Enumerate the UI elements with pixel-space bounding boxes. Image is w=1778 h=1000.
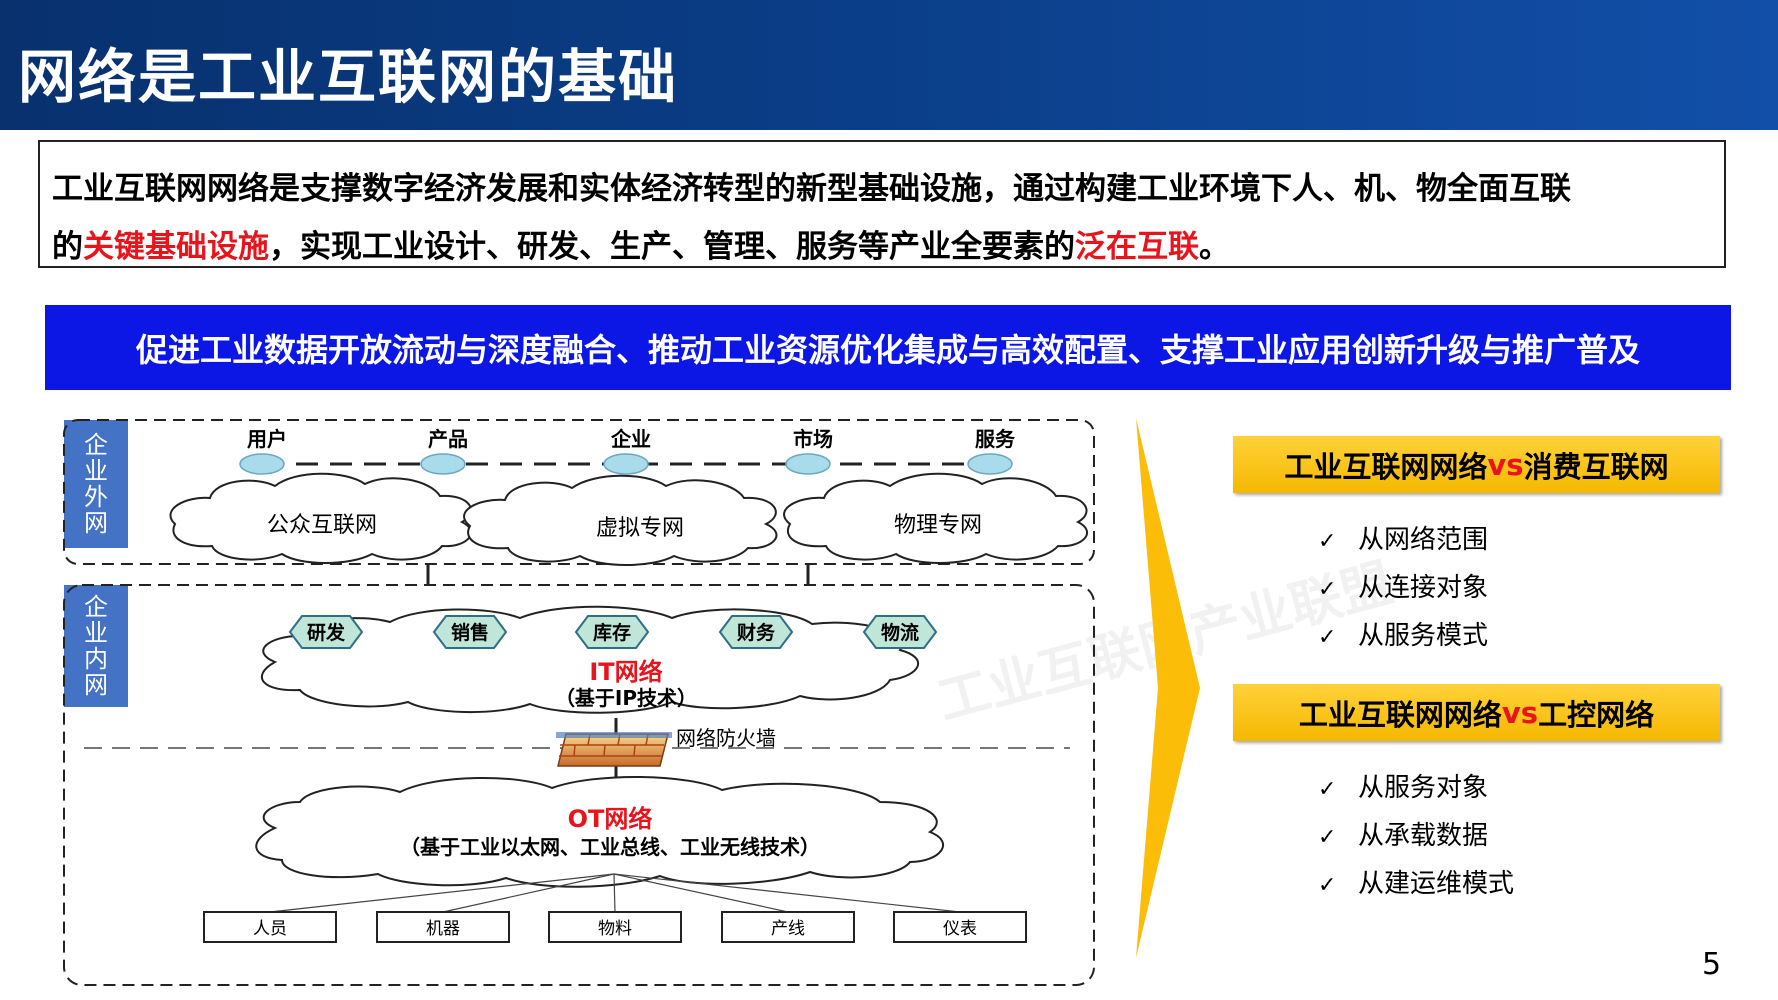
cloud-virtual-private-network [463, 474, 778, 566]
firewall-label: 网络防火墙 [676, 726, 776, 750]
it-tag [862, 615, 938, 649]
cloud-physical-private-network [783, 472, 1089, 564]
intro-highlight-1: 关键基础设施 [83, 229, 269, 265]
comparison-vs: vs [1501, 695, 1539, 730]
list-item-text: 从承载数据 [1358, 821, 1489, 851]
device-link-line [613, 873, 789, 913]
list-item: ✓ 从服务对象 [1318, 764, 1514, 812]
device-link-line [269, 873, 615, 913]
device-box [893, 911, 1027, 943]
intro-line-2: 的关键基础设施，实现工业设计、研发、生产、管理、服务等产业全要素的泛在互联。 [52, 218, 1712, 276]
check-icon: ✓ [1318, 873, 1337, 898]
device-box [548, 911, 682, 943]
internal-network-box [63, 584, 1095, 986]
check-icon: ✓ [1318, 577, 1337, 602]
comparison-title-a: 工业互联网网络 [1284, 449, 1488, 484]
list-item-text: 从连接对象 [1358, 573, 1489, 603]
comparison-title-b: 消费互联网 [1523, 449, 1669, 484]
it-tag-label: 销售 [451, 621, 489, 644]
node-label: 企业 [610, 427, 651, 451]
it-network-subtitle: （基于IP技术） [555, 686, 697, 710]
cloud-label-public: 公众互联网 [267, 513, 377, 538]
page-number: 5 [1702, 947, 1722, 982]
comparison-vs: vs [1487, 447, 1524, 482]
comparison-title-b: 工控网络 [1538, 697, 1655, 732]
check-icon: ✓ [1318, 529, 1337, 554]
intro-box: 工业互联网网络是支撑数字经济发展和实体经济转型的新型基础设施，通过构建工业环境下… [38, 140, 1726, 268]
list-item-text: 从网络范围 [1358, 525, 1489, 555]
list-item: ✓ 从连接对象 [1318, 564, 1488, 612]
device-link-line [613, 873, 961, 913]
device-box [203, 911, 337, 943]
page-title: 网络是工业互联网的基础 [18, 43, 679, 111]
intro-text-a: 的 [52, 229, 83, 265]
node-marker [239, 453, 285, 475]
list-item: ✓ 从建运维模式 [1318, 860, 1514, 908]
list-item-text: 从服务对象 [1358, 773, 1489, 803]
checklist-consumer: ✓ 从网络范围 ✓ 从连接对象 ✓ 从服务模式 [1318, 516, 1488, 660]
firewall-icon [556, 732, 672, 767]
node-label: 用户 [247, 427, 287, 451]
it-tag-label: 物流 [881, 621, 919, 644]
it-network-title: IT网络 [589, 658, 662, 686]
check-icon: ✓ [1318, 777, 1337, 802]
node-marker [603, 453, 649, 475]
it-tag-label: 库存 [593, 621, 631, 644]
cloud-label-physical: 物理专网 [894, 513, 982, 538]
device-label: 产线 [771, 919, 805, 939]
title-bar: 网络是工业互联网的基础 [0, 0, 1778, 130]
list-item-text: 从建运维模式 [1358, 869, 1515, 899]
device-link-line [442, 873, 615, 913]
check-icon: ✓ [1318, 825, 1337, 850]
intro-text-e: 。 [1199, 229, 1230, 265]
device-box [721, 911, 855, 943]
ot-network-subtitle: （基于工业以太网、工业总线、工业无线技术） [400, 835, 820, 859]
cloud-label-vpn: 虚拟专网 [596, 516, 684, 541]
diagram-svg: 用户 产品 企业 市场 服务 公众互联网 虚拟专网 物理专网 研发 销售 库存 财务 物流 IT… [63, 419, 1095, 986]
intro-text-c: ，实现工业设计、研发、生产、管理、服务等产业全要素的 [269, 229, 1075, 265]
network-diagram: 企业外网 企业内网 用户产品企业市场服务 公众互联网 虚拟 [0, 400, 1120, 1000]
ot-network-title: OT网络 [568, 805, 653, 833]
device-label: 仪表 [943, 919, 977, 939]
it-tag [718, 615, 794, 649]
device-label: 物料 [598, 919, 632, 939]
flow-arrow-shape [1136, 418, 1200, 958]
device-box [376, 911, 510, 943]
node-marker [420, 453, 466, 475]
device-link-line [613, 873, 616, 913]
check-icon: ✓ [1318, 625, 1337, 650]
node-label: 服务 [975, 427, 1016, 451]
device-label: 机器 [426, 919, 460, 939]
external-network-label: 企业外网 [64, 420, 128, 548]
internal-network-label: 企业内网 [64, 585, 128, 707]
it-tag-label: 财务 [737, 621, 776, 644]
list-item-text: 从服务模式 [1358, 621, 1489, 651]
node-marker [785, 453, 831, 475]
it-tag [574, 615, 650, 649]
device-label: 人员 [253, 919, 287, 939]
list-item: ✓ 从承载数据 [1318, 812, 1514, 860]
node-marker [967, 453, 1013, 475]
checklist-industrial-control: ✓ 从服务对象 ✓ 从承载数据 ✓ 从建运维模式 [1318, 764, 1514, 908]
node-label: 产品 [428, 427, 468, 451]
list-item: ✓ 从网络范围 [1318, 516, 1488, 564]
intro-highlight-2: 泛在互联 [1075, 229, 1199, 265]
intro-line-1: 工业互联网网络是支撑数字经济发展和实体经济转型的新型基础设施，通过构建工业环境下… [52, 171, 1571, 207]
it-tag-label: 研发 [307, 621, 346, 644]
it-tag [432, 615, 508, 649]
it-tag [288, 615, 364, 649]
external-network-box [63, 419, 1095, 565]
node-label: 市场 [793, 427, 833, 451]
goal-banner: 促进工业数据开放流动与深度融合、推动工业资源优化集成与高效配置、支撑工业应用创新… [45, 305, 1731, 390]
list-item: ✓ 从服务模式 [1318, 612, 1488, 660]
ot-network-cloud [255, 776, 944, 888]
comparison-title-a: 工业互联网网络 [1298, 697, 1502, 732]
